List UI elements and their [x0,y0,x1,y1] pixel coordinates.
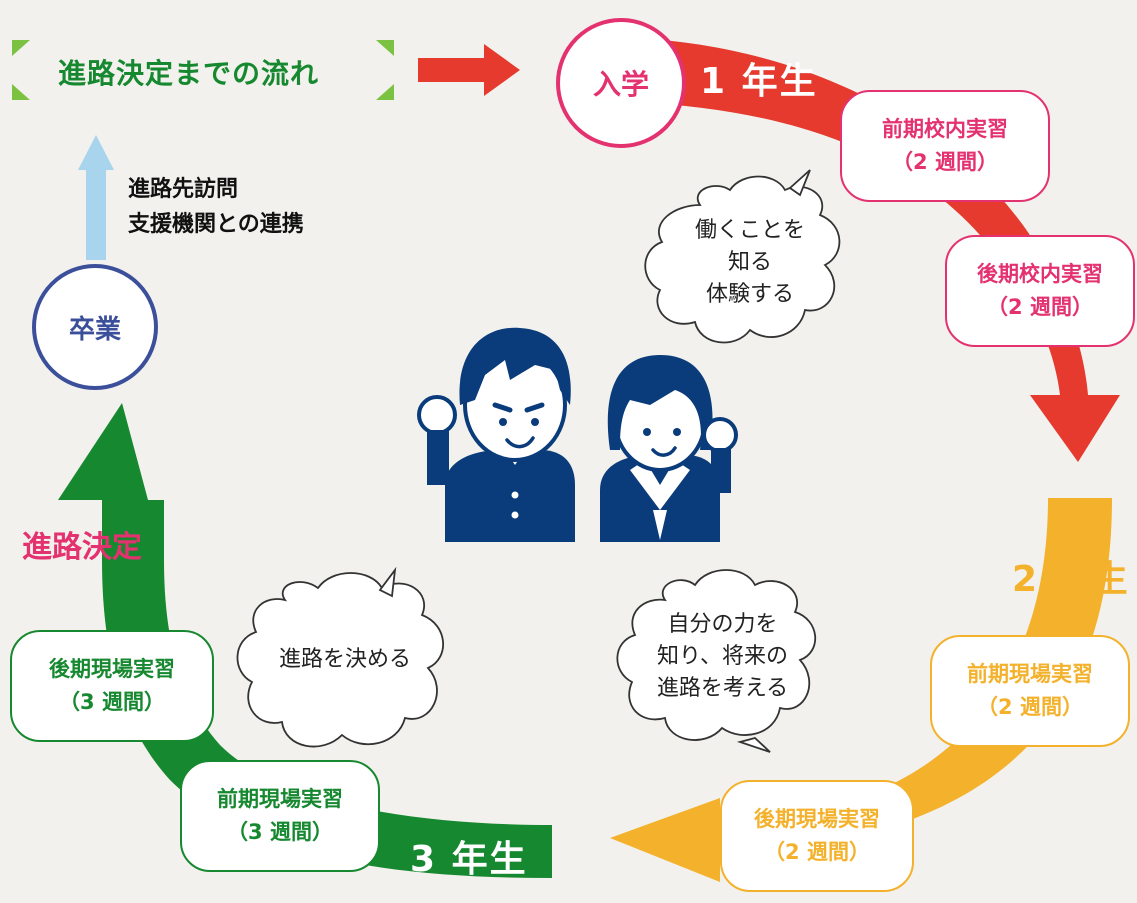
bubble-line: 進路を考える [656,675,789,701]
year1-label: 1 年生 [700,61,818,102]
stage-first-late: 後期校内実習 （2 週間） [945,235,1135,347]
title-arrow [418,44,520,96]
stage-name: 前期校内実習 [882,117,1008,142]
stage-duration: （2 週間） [892,150,998,174]
side-note-line-1: 進路先訪問 [128,177,239,202]
stage-first-early: 前期校内実習 （2 週間） [840,90,1050,202]
side-note-line-2: 支援機関との連携 [128,212,304,238]
side-note: 進路先訪問 支援機関との連携 [128,172,304,242]
year3-label: 3 年生 [410,839,528,880]
stage-third-late: 後期現場実習 （3 週間） [10,630,214,742]
girl-figure [600,355,738,542]
stage-name: 前期現場実習 [967,662,1093,687]
page-title: 進路決定までの流れ [58,57,320,90]
stage-duration: （2 週間） [764,840,870,864]
graduation-circle: 卒業 [32,264,158,390]
stage-third-early: 前期現場実習 （3 週間） [180,760,380,872]
cloud-year3 [236,566,444,748]
cloud-year2 [616,569,817,753]
bubble-line: 知り、将来の [656,644,789,670]
bubble-line: 進路を決める [278,647,411,673]
students-illustration [417,327,738,542]
stage-name: 後期現場実習 [754,807,880,832]
bubble-year1: 働くことを 知る 体験する [655,188,845,338]
cloud-year1 [644,169,841,344]
career-decided-label: 進路決定 [22,530,142,565]
bubble-line: 働くことを [694,218,805,244]
stage-second-early: 前期現場実習 （2 週間） [930,635,1130,747]
year3-band [58,403,552,878]
stage-duration: （2 週間） [987,295,1093,319]
year2-label: 2 年生 [1012,559,1130,600]
bubble-year2: 自分の力を 知り、将来の 進路を考える [625,582,820,732]
entrance-circle: 入学 [556,18,686,148]
title-bracket [12,40,394,100]
entrance-label: 入学 [592,68,649,101]
bubble-year3: 進路を決める [245,580,445,740]
graduation-label: 卒業 [68,314,121,345]
boy-figure [417,327,575,542]
graduation-arrow [78,135,114,260]
stage-duration: （2 週間） [977,695,1083,719]
stage-name: 前期現場実習 [217,787,343,812]
stage-duration: （3 週間） [59,690,165,714]
stage-name: 後期校内実習 [977,262,1103,287]
bubble-line: 知る [727,250,772,276]
stage-second-late: 後期現場実習 （2 週間） [720,780,914,892]
stage-duration: （3 週間） [227,820,333,844]
bubble-line: 自分の力を [667,612,778,638]
bubble-line: 体験する [705,281,794,307]
stage-name: 後期現場実習 [49,657,175,682]
